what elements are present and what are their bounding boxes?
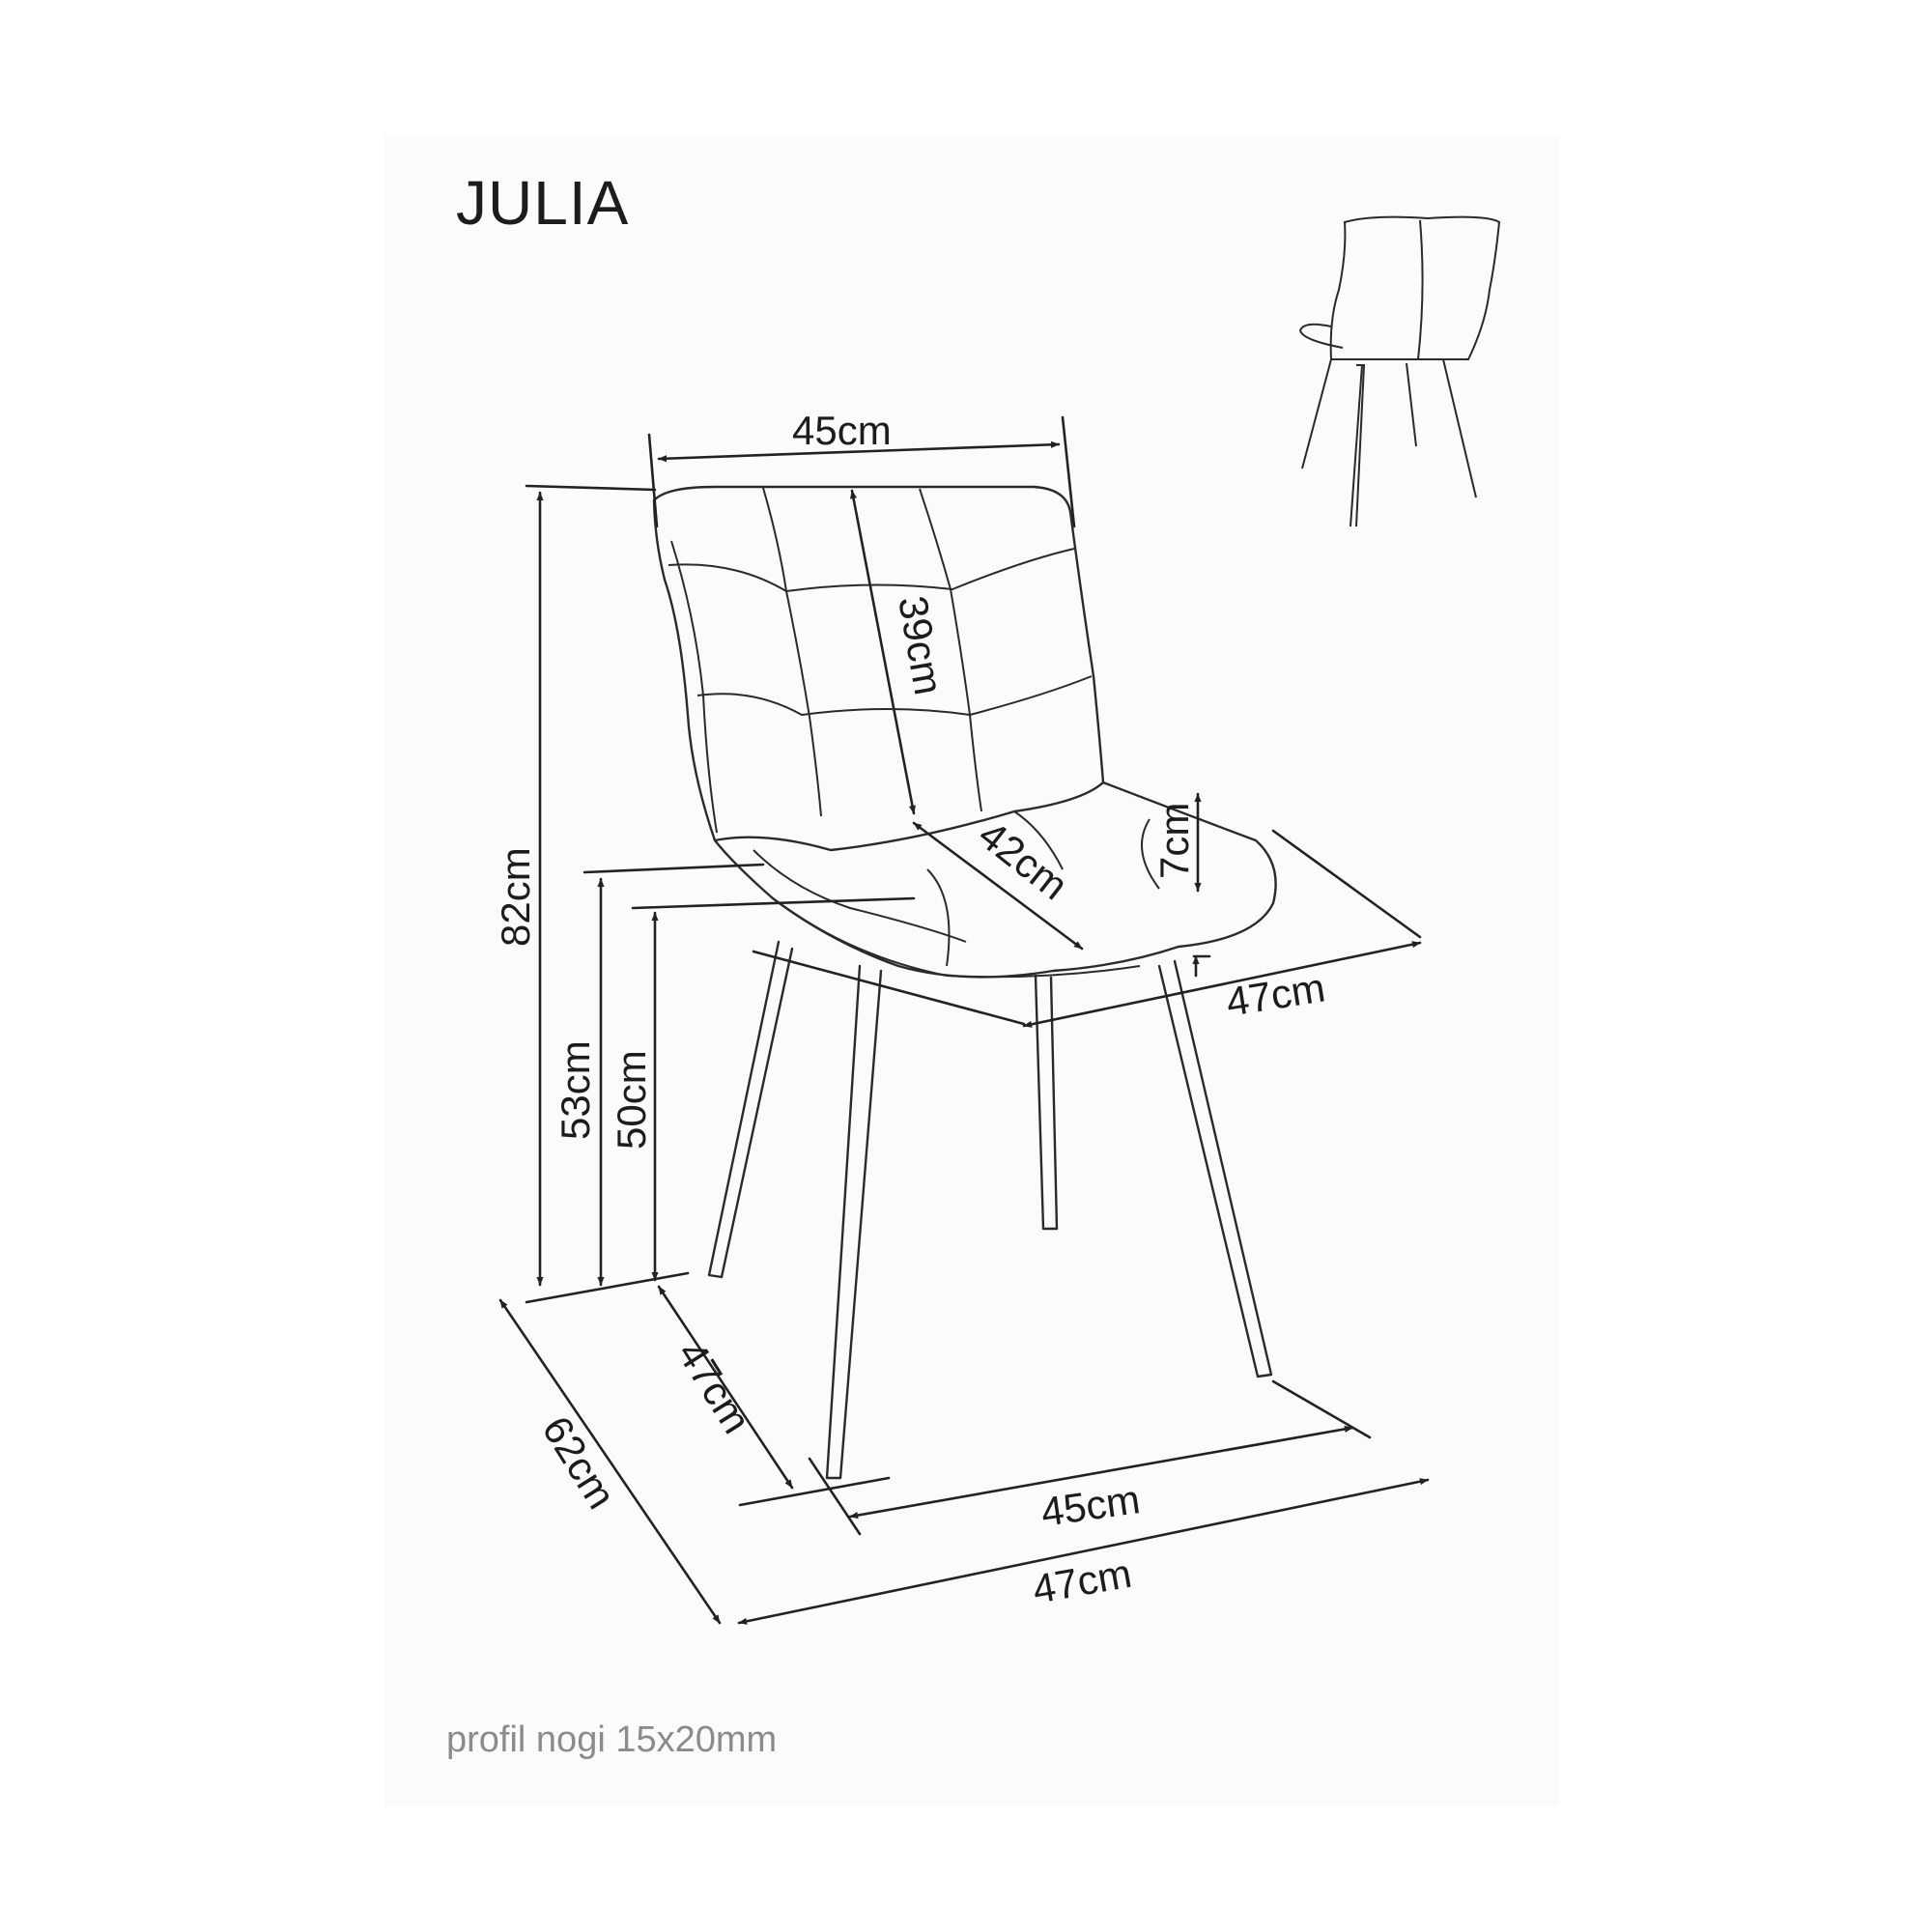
dim-backrest-height-label: 39cm: [890, 592, 952, 697]
dim-seat-height-label: 50cm: [609, 1050, 654, 1150]
dim-leg-depth-label: 47cm: [668, 1333, 759, 1441]
dim-seat-cushion-label: 7cm: [1151, 803, 1197, 879]
dim-total-height-label: 82cm: [493, 847, 538, 947]
chair-back-thumbnail-icon: [1298, 215, 1501, 527]
dim-seat-height-front: 53cm: [553, 863, 765, 1287]
dim-leg-width: 45cm: [808, 1379, 1372, 1536]
dim-seat-height-front-label: 53cm: [553, 1040, 598, 1140]
chair-front-drawing-icon: [652, 485, 1277, 1480]
leg-profile-note: profil nogi 15x20mm: [446, 1719, 778, 1760]
dim-seat-width-label: 47cm: [1223, 964, 1328, 1024]
product-title: JULIA: [456, 168, 630, 238]
dim-total-height: 82cm: [493, 484, 657, 1287]
dim-seat-height: 50cm: [609, 896, 916, 1282]
floor-baseline-left: [525, 1271, 690, 1304]
dim-leg-width-label: 45cm: [1038, 1476, 1143, 1535]
dim-back-width: 45cm: [647, 408, 1076, 528]
dim-back-width-label: 45cm: [792, 408, 892, 453]
dim-seat-depth-diag-label: 42cm: [970, 811, 1076, 908]
dim-seat-cushion: 7cm: [1151, 792, 1211, 978]
dim-seat-width: 47cm: [752, 829, 1422, 1028]
